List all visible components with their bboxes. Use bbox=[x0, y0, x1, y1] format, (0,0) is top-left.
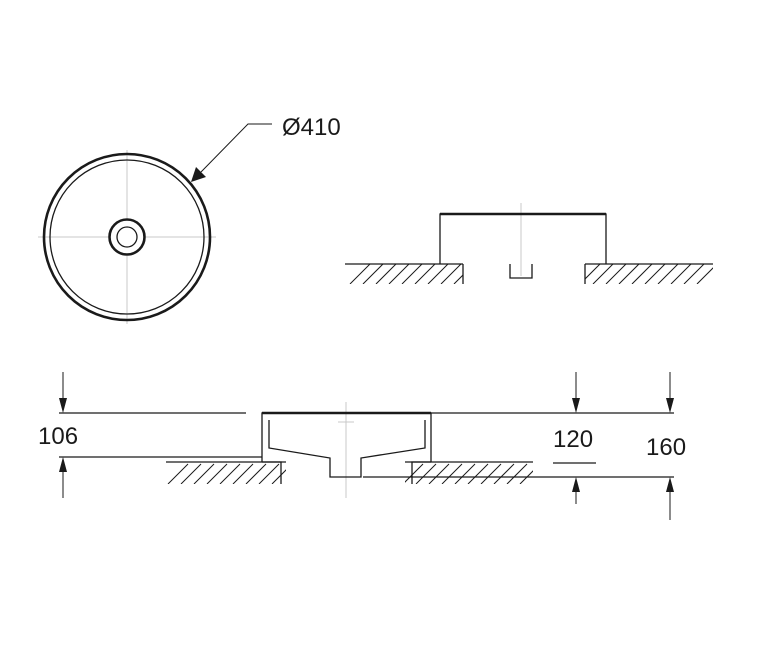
front-view bbox=[345, 203, 713, 284]
counter-hatch-left bbox=[345, 263, 463, 284]
dimension-106 bbox=[59, 372, 67, 498]
dimension-120 bbox=[572, 372, 580, 504]
total-height-label: 160 bbox=[646, 434, 686, 461]
counter-hatch-right bbox=[585, 263, 713, 284]
section-view: 106 120 160 bbox=[38, 372, 686, 520]
section-hatch-left bbox=[166, 461, 286, 484]
diameter-label: Ø410 bbox=[282, 114, 341, 141]
diameter-leader bbox=[191, 123, 272, 182]
section-hatch-right bbox=[405, 461, 533, 484]
top-view: Ø410 bbox=[38, 114, 341, 324]
inner-height-label: 120 bbox=[553, 426, 593, 453]
dimension-160 bbox=[666, 372, 674, 520]
basin-height-label: 106 bbox=[38, 423, 78, 450]
